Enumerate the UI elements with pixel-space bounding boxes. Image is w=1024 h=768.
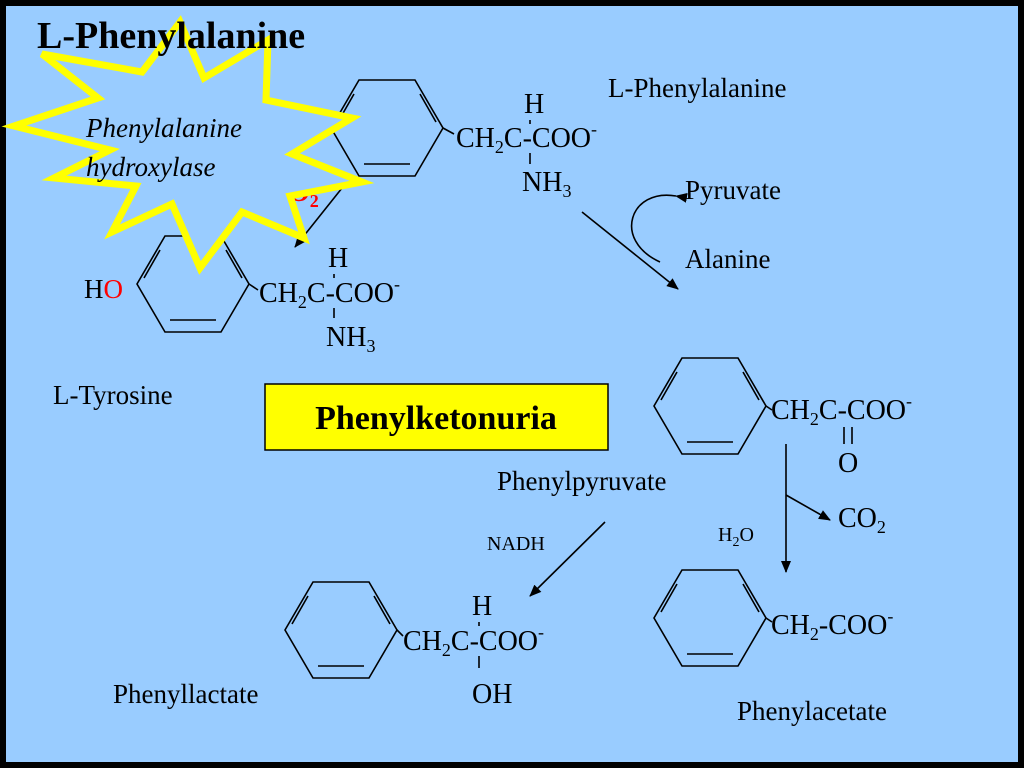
phenylacetate-side-chain: CH2-COO-: [771, 606, 893, 644]
phenyllactate-h: H: [472, 591, 492, 622]
phenylpyruvate-keto-oxygen: O: [838, 448, 858, 479]
co2-release-arrow: [785, 494, 831, 521]
phenylalanine-h: H: [524, 89, 544, 120]
tyrosine-side-chain: CH2C-COO-: [259, 274, 400, 312]
phenylalanine-side-chain: CH2C-COO-: [456, 119, 597, 157]
phenylketonuria-box: [264, 383, 609, 451]
phenyllactate-ring-bond: [396, 629, 404, 637]
phenylacetate-benzene-ring: [653, 569, 767, 667]
phenylpyruvate-label: Phenylpyruvate: [497, 466, 666, 496]
phenylpyruvate-ring-bond: [765, 405, 773, 411]
nadh-label: NADH: [487, 533, 545, 555]
phenyllactate-side-chain: CH2C-COO-: [403, 622, 544, 660]
phenylacetate-label: Phenylacetate: [737, 696, 887, 726]
phenylalanine-ring-bond: [442, 127, 455, 135]
phenyllactate-hydroxyl: OH: [472, 679, 512, 710]
co2-label: CO2: [838, 503, 886, 537]
enzyme-starburst: [1, 15, 375, 275]
slide-title: L-Phenylalanine: [37, 15, 305, 57]
phenylpyruvate-side-chain: CH2C-COO-: [771, 391, 912, 429]
reduction-arrow: [529, 521, 606, 597]
alanine-label: Alanine: [685, 244, 770, 274]
phenylketonuria-label: Phenylketonuria: [315, 400, 557, 437]
tyrosine-ring-bond: [248, 283, 259, 291]
tyrosine-h: H: [328, 243, 348, 274]
pyruvate-alanine-curved-arrow: [630, 192, 688, 263]
phenylalanine-amine: NH3: [522, 167, 571, 201]
tyrosine-benzene-ring: [136, 235, 250, 333]
enzyme-name-line2: hydroxylase: [86, 152, 215, 182]
water-label: H2O: [718, 524, 754, 550]
phenyllactate-label: Phenyllactate: [113, 679, 258, 709]
tyrosine-hydroxyl: HO: [84, 274, 123, 304]
phenyllactate-benzene-ring: [284, 581, 398, 679]
tyrosine-amine: NH3: [326, 322, 375, 356]
phenylalanine-label: L-Phenylalanine: [608, 73, 786, 103]
pyruvate-label: Pyruvate: [685, 175, 781, 205]
phenylacetate-ring-bond: [765, 617, 773, 623]
phenylpyruvate-benzene-ring: [653, 357, 767, 455]
enzyme-name-line1: Phenylalanine: [85, 113, 242, 143]
transamination-arrow: [581, 211, 679, 290]
tyrosine-label: L-Tyrosine: [53, 380, 173, 410]
